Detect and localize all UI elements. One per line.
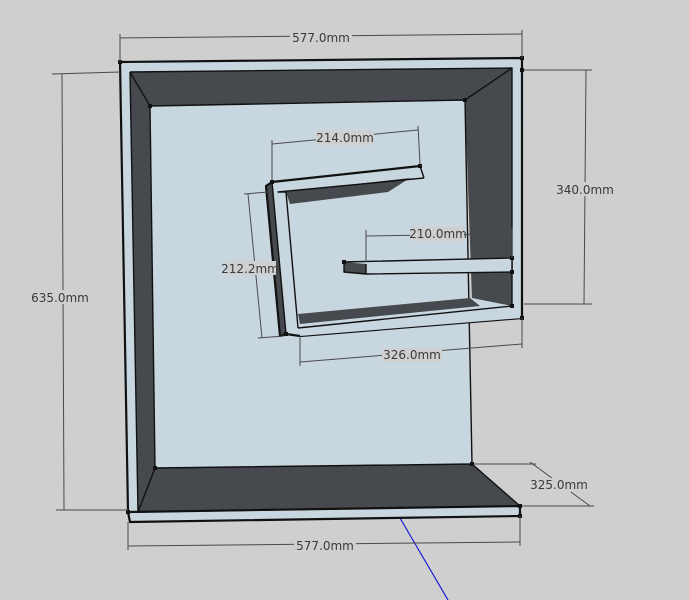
inner-bottom-shelf-dark: [298, 298, 480, 324]
dimension-right-height: 340.0mm: [524, 69, 614, 305]
middle-shelf-outline: [343, 257, 513, 275]
dimension-shelf-width: 210.0mm: [365, 227, 513, 262]
corner-edge-tl: [129, 71, 151, 107]
frame-bottom-inner-face: [138, 464, 520, 512]
frame-left-front-face: [120, 62, 138, 512]
inner-vertical-edge: [271, 181, 287, 335]
inner-vertical-dark-face: [266, 182, 286, 336]
corner-edge-bl: [137, 467, 156, 513]
dimension-shelf-width-label: 210.0mm: [409, 227, 467, 241]
inner-c-inner-outline: [277, 177, 425, 329]
dimension-depth: 325.0mm: [474, 461, 594, 507]
inner-top-arm-dark-face: [286, 178, 410, 204]
inner-top-arm-top-face: [272, 166, 424, 192]
frame-top-inner-face: [130, 68, 512, 106]
frame-inner-left: [129, 71, 521, 513]
dimension-inner-side-height-label: 212.2mm: [221, 262, 279, 276]
frame-bottom-front-face: [128, 506, 520, 522]
dimension-top-width: 577.0mm: [119, 30, 523, 62]
inner-bottom-shelf-edge: [297, 305, 513, 329]
dimension-bottom-width-label: 577.0mm: [296, 539, 354, 553]
middle-shelf-end-face: [344, 262, 366, 274]
dimension-inner-side-height: 212.2mm: [221, 191, 285, 339]
frame-right-inner-face: [465, 68, 512, 306]
dimension-depth-label: 325.0mm: [530, 478, 588, 492]
dimension-bottom-width: 577.0mm: [127, 516, 521, 553]
inner-vertical-front-face: [272, 182, 298, 334]
dimension-inner-top-width-label: 214.0mm: [316, 131, 374, 145]
dimension-right-height-label: 340.0mm: [556, 183, 614, 197]
back-panel-face: [150, 100, 472, 468]
blue-axis-line: [399, 517, 449, 600]
dimension-inner-bottom-width: 326.0mm: [299, 318, 523, 366]
dimension-inner-bottom-width-label: 326.0mm: [383, 348, 441, 362]
corner-edge-br: [471, 463, 521, 507]
dimension-top-width-label: 577.0mm: [292, 31, 350, 45]
frame-outer-left-bottom: [118, 61, 522, 524]
dimension-left-height-label: 635.0mm: [31, 291, 89, 305]
dimension-left-height: 635.0mm: [30, 71, 128, 511]
dimension-inner-top-width: 214.0mm: [271, 125, 421, 180]
middle-shelf-top-face: [344, 258, 512, 274]
corner-edge-tr: [464, 67, 513, 101]
